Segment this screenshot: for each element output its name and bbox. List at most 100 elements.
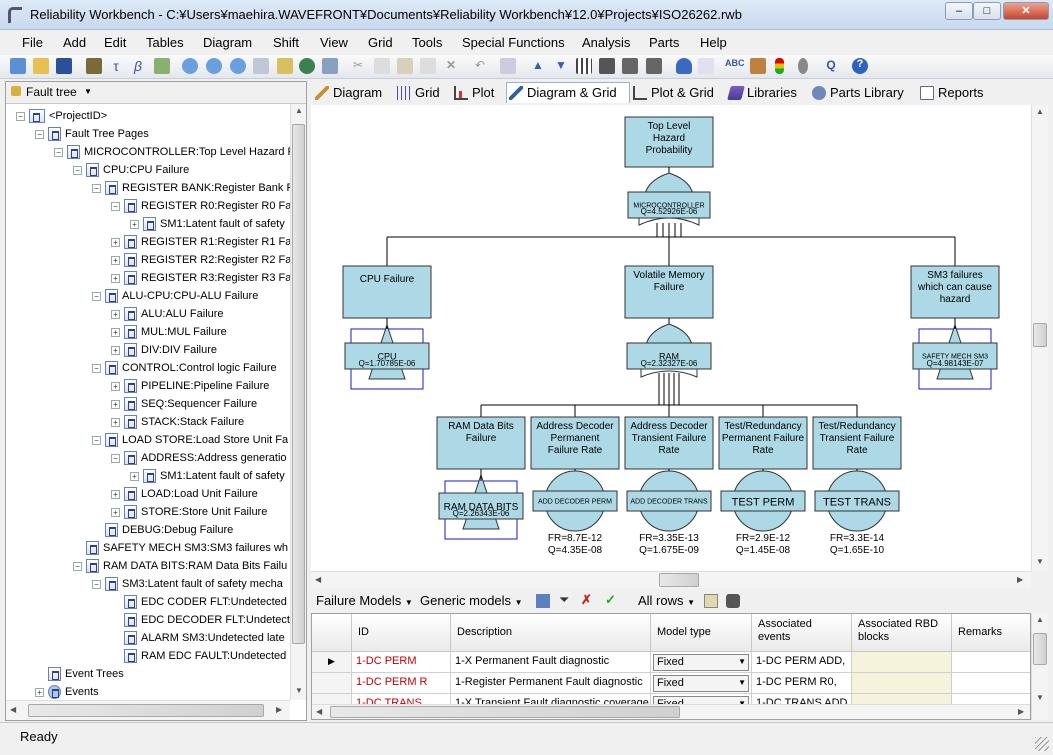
tree-item[interactable]: +Events: [35, 684, 99, 700]
tree-scroll-thumb[interactable]: [292, 124, 305, 644]
event-box[interactable]: [910, 265, 1000, 319]
tree-item[interactable]: +DIV:DIV Failure: [111, 342, 217, 360]
event-box[interactable]: [530, 416, 620, 470]
tree-expander-icon[interactable]: −: [111, 201, 120, 211]
diagram-vertical-scrollbar[interactable]: ▲ ▼: [1031, 105, 1048, 571]
tree-expander-icon[interactable]: −: [92, 579, 101, 589]
open-folder-icon[interactable]: [33, 58, 49, 74]
tree-expander-icon[interactable]: −: [92, 183, 101, 193]
tree-hscroll-thumb[interactable]: [28, 704, 264, 717]
tree-item[interactable]: +ALU:ALU Failure: [111, 306, 224, 324]
gate-label-safety-mech-sm3[interactable]: [912, 342, 998, 370]
event-box[interactable]: [624, 416, 714, 470]
column-header-model-type[interactable]: Model type: [651, 614, 752, 652]
failure-models-dropdown[interactable]: Failure Models ▼: [316, 593, 413, 608]
tree-item[interactable]: +MUL:MUL Failure: [111, 324, 227, 342]
cell-associated-rbd[interactable]: [852, 673, 952, 694]
tree-item[interactable]: −MICROCONTROLLER:Top Level Hazard P: [54, 144, 290, 162]
tree-item[interactable]: −LOAD STORE:Load Store Unit Fa: [92, 432, 288, 450]
menu-special-functions[interactable]: Special Functions: [462, 35, 565, 50]
search-tool-icon[interactable]: [322, 58, 338, 74]
tree-horizontal-scrollbar[interactable]: ◀ ▶: [6, 700, 290, 720]
tree-item[interactable]: EDC DECODER FLT:Undetecte: [111, 612, 290, 630]
scroll-down-icon[interactable]: ▼: [1036, 693, 1044, 702]
filter-icon[interactable]: ⏷: [559, 592, 570, 607]
tree-expander-icon[interactable]: −: [35, 129, 44, 139]
tau-icon[interactable]: τ: [113, 58, 119, 74]
scroll-up-icon[interactable]: ▲: [295, 106, 303, 115]
gate-label-add-decoder-trans[interactable]: [626, 490, 712, 512]
model-type-select[interactable]: Fixed: [653, 675, 749, 692]
tree-item[interactable]: RAM EDC FAULT:Undetected: [111, 648, 286, 666]
column-header-description[interactable]: Description: [451, 614, 651, 652]
grid-find-icon[interactable]: [726, 594, 740, 608]
menu-tools[interactable]: Tools: [412, 35, 443, 50]
tree-expander-icon[interactable]: −: [16, 111, 25, 121]
tree-expander-icon[interactable]: +: [130, 219, 139, 229]
add-event-icon[interactable]: [206, 58, 222, 74]
scroll-down-icon[interactable]: ▼: [295, 686, 303, 695]
model-type-select[interactable]: Fixed: [653, 654, 749, 671]
column-header-associated-events[interactable]: Associated events: [752, 614, 852, 652]
help-icon[interactable]: ?: [852, 58, 868, 74]
menu-analysis[interactable]: Analysis: [582, 35, 631, 50]
tab-plot-and-grid[interactable]: Plot & Grid: [631, 83, 721, 104]
clear-filter-icon[interactable]: ✗: [581, 592, 592, 607]
cell-associated-events[interactable]: 1-DC PERM R0,: [752, 673, 852, 694]
scroll-right-icon[interactable]: ▶: [1017, 575, 1024, 584]
cell-model-type[interactable]: Fixed: [651, 652, 752, 673]
find-next-icon[interactable]: [646, 58, 662, 74]
tree-item[interactable]: +REGISTER R3:Register R3 Fa: [111, 270, 290, 288]
tree-item[interactable]: SAFETY MECH SM3:SM3 failures wh: [73, 540, 288, 558]
generic-models-dropdown[interactable]: Generic models ▼: [420, 593, 523, 608]
tree-item[interactable]: Event Trees: [35, 666, 124, 684]
gate-label-add-decoder-perm[interactable]: [532, 490, 618, 512]
tree-item[interactable]: DEBUG:Debug Failure: [92, 522, 233, 540]
resize-grip-icon[interactable]: [1035, 737, 1049, 751]
top-event-box[interactable]: [624, 116, 714, 168]
tree-expander-icon[interactable]: +: [111, 327, 120, 337]
cell-associated-events[interactable]: 1-DC PERM ADD,: [752, 652, 852, 673]
close-button[interactable]: ✕: [1003, 2, 1049, 20]
tree-expander-icon[interactable]: +: [111, 417, 120, 427]
column-header-remarks[interactable]: Remarks: [952, 614, 1030, 652]
scroll-left-icon[interactable]: ◀: [315, 575, 322, 584]
image-icon[interactable]: [154, 58, 170, 74]
grid-scroll-thumb[interactable]: [1033, 633, 1047, 665]
event-box[interactable]: [624, 265, 714, 319]
import-icon[interactable]: [277, 58, 293, 74]
gate-label-test-perm[interactable]: [720, 490, 806, 512]
tree-item[interactable]: +SEQ:Sequencer Failure: [111, 396, 257, 414]
globe-icon[interactable]: [299, 58, 315, 74]
gate-label-ram-data-bits[interactable]: [438, 492, 524, 520]
cell-id[interactable]: 1-DC PERM R: [352, 673, 451, 694]
grid-icon[interactable]: [576, 58, 592, 74]
beta-icon[interactable]: β: [134, 58, 142, 74]
tree-item[interactable]: +STACK:Stack Failure: [111, 414, 244, 432]
tab-grid[interactable]: Grid: [395, 83, 447, 104]
column-header-id[interactable]: ID: [352, 614, 451, 652]
tree-expander-icon[interactable]: +: [111, 489, 120, 499]
tree-item[interactable]: +REGISTER R1:Register R1 Fa: [111, 234, 290, 252]
check-list-icon[interactable]: [750, 58, 766, 74]
database-icon[interactable]: [676, 58, 692, 74]
copy-icon[interactable]: [374, 58, 390, 74]
tree-item[interactable]: −CPU:CPU Failure: [73, 162, 189, 180]
row-header[interactable]: ▶: [312, 652, 352, 673]
scroll-up-icon[interactable]: ▲: [1036, 107, 1044, 116]
tree-expander-icon[interactable]: −: [73, 561, 82, 571]
menu-diagram[interactable]: Diagram: [203, 35, 253, 50]
align-icon[interactable]: [599, 58, 615, 74]
tree-expander-icon[interactable]: −: [92, 435, 101, 445]
cut-icon[interactable]: ✂: [352, 58, 364, 72]
tree-expander-icon[interactable]: +: [111, 381, 120, 391]
query-icon[interactable]: Q: [826, 58, 836, 72]
scroll-down-icon[interactable]: ▼: [1036, 557, 1044, 566]
menu-edit[interactable]: Edit: [104, 35, 127, 50]
grid-horizontal-scrollbar[interactable]: ◀ ▶: [312, 704, 1030, 719]
tree-expander-icon[interactable]: +: [111, 237, 120, 247]
scroll-left-icon[interactable]: ◀: [10, 705, 17, 714]
tab-diagram[interactable]: Diagram: [313, 83, 389, 104]
tab-diagram-and-grid[interactable]: Diagram & Grid: [506, 82, 630, 103]
tree-item[interactable]: +SM1:Latent fault of safety: [130, 216, 285, 234]
